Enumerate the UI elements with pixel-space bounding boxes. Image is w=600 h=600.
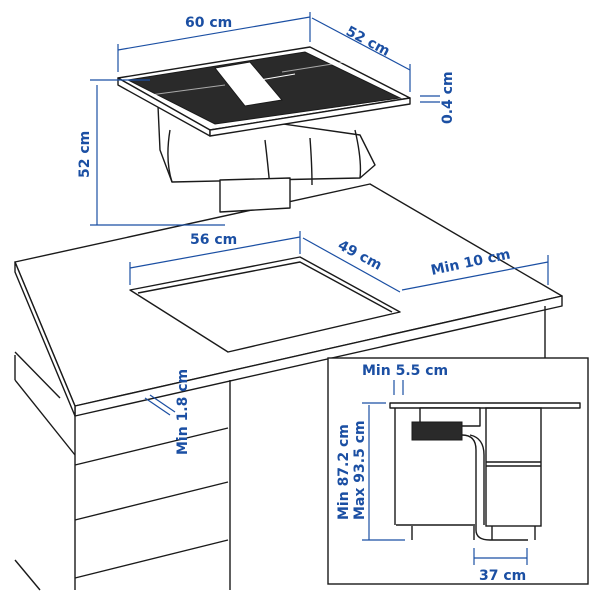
dimension-lines [90,12,549,416]
cutout [129,256,401,353]
min-front-gap-label: Min 5.5 cm [362,363,448,379]
hob-width-label: 60 cm [185,15,232,31]
hob-thickness-label: 0.4 cm [440,71,456,124]
hob-depth-label: 52 cm [343,23,392,59]
min-height-label: Min 87.2 cm [336,424,352,520]
cutout-width-label: 56 cm [190,232,237,248]
duct-depth-label: 37 cm [479,568,526,584]
hob [117,46,411,213]
worktop-thickness-label: Min 1.8 cm [175,369,191,455]
max-height-label: Max 93.5 cm [352,420,368,520]
hob-height-label: 52 cm [77,131,93,178]
side-view-inset [327,357,589,585]
